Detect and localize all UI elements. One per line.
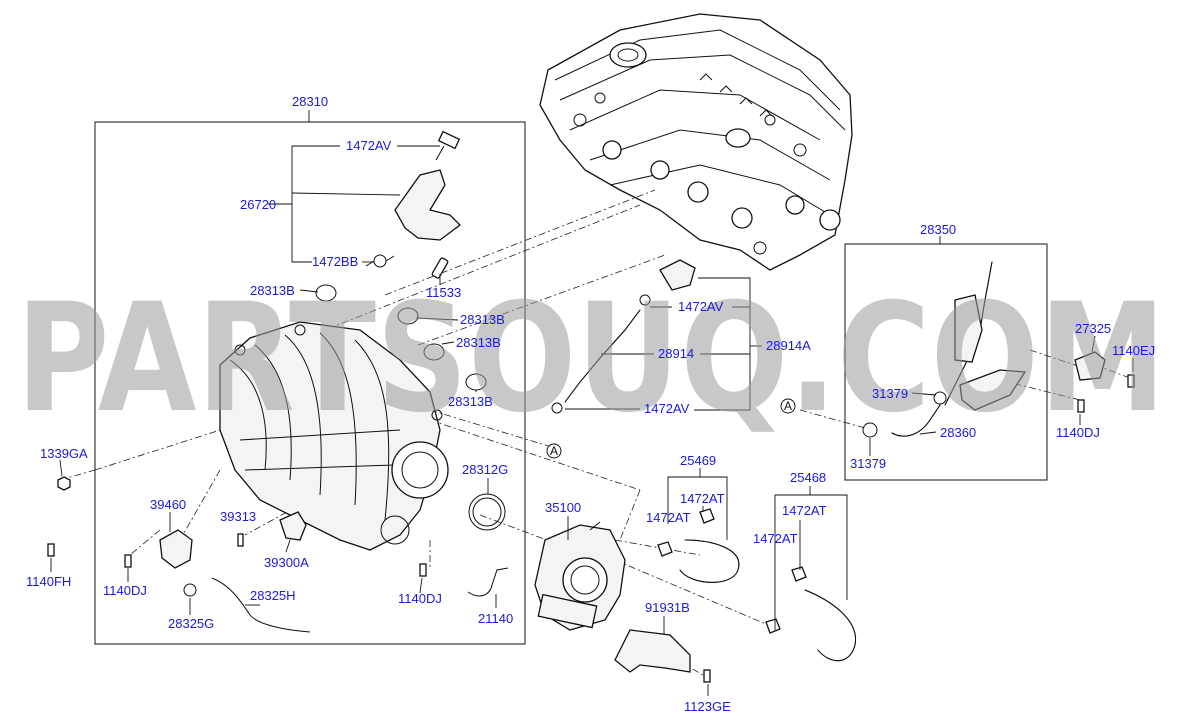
ref-marker-a-2: A <box>780 398 796 414</box>
part-label-28914A[interactable]: 28914A <box>766 338 811 353</box>
part-label-27325[interactable]: 27325 <box>1075 321 1111 336</box>
part-label-28312G[interactable]: 28312G <box>462 462 508 477</box>
clamp-31379-illustrations <box>862 391 947 438</box>
clamp-1472BB-illustration <box>365 254 395 268</box>
part-label-1140EJ[interactable]: 1140EJ <box>1112 343 1155 358</box>
stud-11533-illustration <box>431 257 449 279</box>
part-label-28360[interactable]: 28360 <box>940 425 976 440</box>
part-label-1472AV-mid[interactable]: 1472AV <box>678 299 724 314</box>
part-label-21140[interactable]: 21140 <box>478 611 513 626</box>
bolts-1140-illustrations <box>47 374 1135 683</box>
pcv-hose-28914-illustration <box>551 259 696 414</box>
reference-lines <box>59 189 1131 677</box>
part-label-1472AT-2[interactable]: 1472AT <box>646 510 691 525</box>
watermark-text: PARTSOUQ.COM <box>16 272 1166 446</box>
bolt-1339GA-illustration <box>57 476 71 491</box>
part-label-28313B-1[interactable]: 28313B <box>250 283 295 298</box>
pcv-hose-28350-illustration <box>944 261 1027 411</box>
part-label-31379-2[interactable]: 31379 <box>850 456 886 471</box>
valve-27325-illustration <box>1074 351 1106 381</box>
sensor-39460-illustration <box>159 529 193 569</box>
part-label-25468[interactable]: 25468 <box>790 470 826 485</box>
bracket-91931B-illustration <box>614 629 691 673</box>
part-label-39460[interactable]: 39460 <box>150 497 186 512</box>
intake-manifold-group-frame <box>94 121 526 645</box>
part-label-28350[interactable]: 28350 <box>920 222 956 237</box>
pcv-tube-26720-illustration <box>394 130 461 241</box>
hose-28360-illustration <box>891 404 941 437</box>
part-label-1140FH[interactable]: 1140FH <box>26 574 71 589</box>
part-label-28914[interactable]: 28914 <box>658 346 694 361</box>
part-label-1140DJ-1[interactable]: 1140DJ <box>103 583 147 598</box>
part-label-1472AV-low[interactable]: 1472AV <box>644 401 690 416</box>
part-label-1472AT-1[interactable]: 1472AT <box>680 491 725 506</box>
part-label-28325G[interactable]: 28325G <box>168 616 214 631</box>
svg-text:A: A <box>784 399 792 413</box>
part-label-1140DJ-3[interactable]: 1140DJ <box>1056 425 1100 440</box>
part-label-91931B[interactable]: 91931B <box>645 600 690 615</box>
part-labels: 28310 1472AV 26720 1472BB 11533 28313B 2… <box>26 94 1155 714</box>
part-label-39300A[interactable]: 39300A <box>264 555 309 570</box>
part-label-1472BB[interactable]: 1472BB <box>312 254 358 269</box>
part-label-28313B-3[interactable]: 28313B <box>456 335 501 350</box>
hose-21140-illustration <box>467 567 509 597</box>
part-label-1472AT-3[interactable]: 1472AT <box>782 503 827 518</box>
part-label-28310[interactable]: 28310 <box>292 94 328 109</box>
part-label-25469[interactable]: 25469 <box>680 453 716 468</box>
part-label-39313[interactable]: 39313 <box>220 509 256 524</box>
part-label-26720[interactable]: 26720 <box>240 197 276 212</box>
leader-lines <box>50 145 1134 696</box>
part-label-11533[interactable]: 11533 <box>426 285 461 300</box>
ref-marker-a-1: A <box>546 443 562 459</box>
throttle-body-35100-illustration <box>534 521 626 631</box>
intake-manifold-illustration <box>219 321 449 551</box>
clip-28325G-illustration <box>183 583 197 597</box>
sensor-39300A-illustration <box>279 511 307 541</box>
cylinder-head-illustration <box>539 13 853 271</box>
part-label-28313B-2[interactable]: 28313B <box>460 312 505 327</box>
part-label-1123GE[interactable]: 1123GE <box>684 699 731 714</box>
svg-text:A: A <box>550 444 558 458</box>
gasket-28312G-illustration <box>468 493 506 531</box>
hose-28325H-illustration <box>211 577 311 633</box>
part-label-1140DJ-2[interactable]: 1140DJ <box>398 591 442 606</box>
part-label-28313B-4[interactable]: 28313B <box>448 394 493 409</box>
hose-25469-illustration <box>657 508 740 583</box>
part-label-1472AV-top[interactable]: 1472AV <box>346 138 392 153</box>
part-label-1339GA[interactable]: 1339GA <box>40 446 88 461</box>
bolt-39313-illustration <box>237 533 244 547</box>
part-label-28325H[interactable]: 28325H <box>250 588 296 603</box>
part-label-31379-1[interactable]: 31379 <box>872 386 908 401</box>
pcv-hose-group-frame <box>844 243 1048 481</box>
part-label-35100[interactable]: 35100 <box>545 500 581 515</box>
hose-25468-illustration <box>765 566 856 662</box>
part-label-1472AT-4[interactable]: 1472AT <box>753 531 798 546</box>
